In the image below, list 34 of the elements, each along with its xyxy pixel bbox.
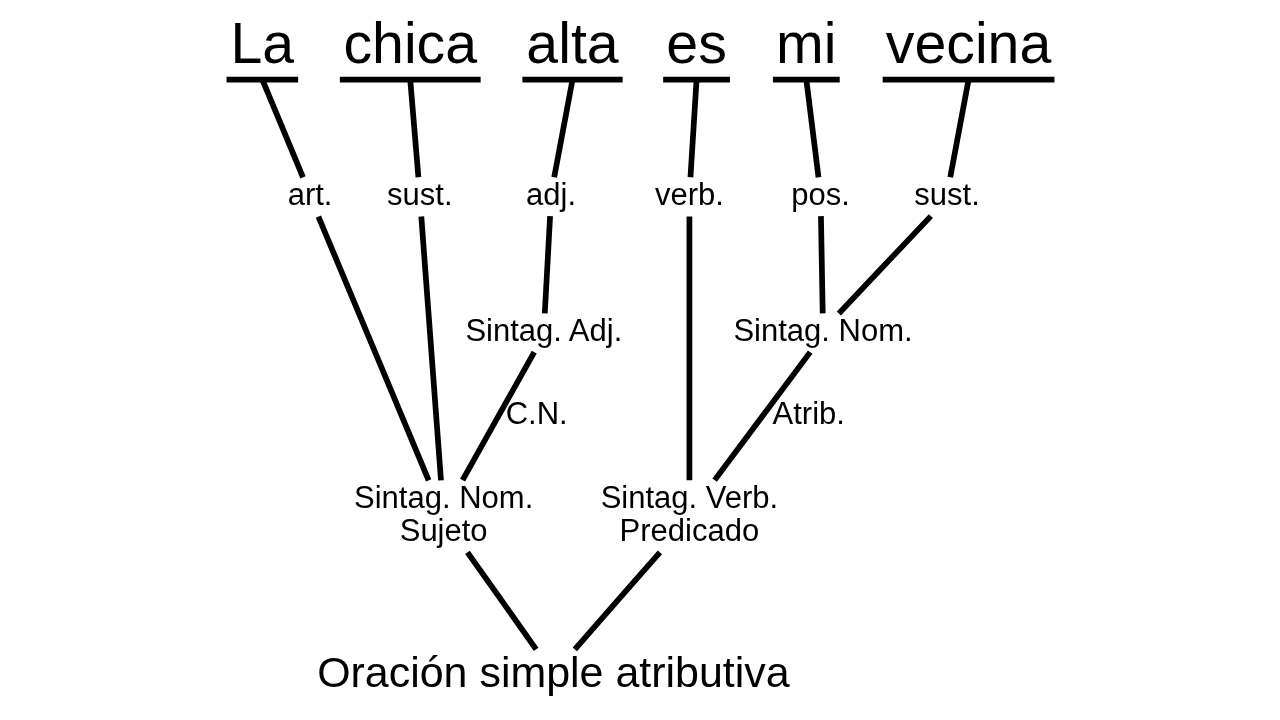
node-text: adj.: [525, 176, 576, 212]
connector: [802, 79, 821, 178]
node-text: Sintag. Verb. Predicado: [600, 479, 778, 549]
connector: [406, 79, 421, 178]
connector: [417, 216, 444, 481]
node-text: art.: [287, 176, 332, 212]
node-text: Oración simple atributiva: [316, 647, 790, 696]
edge-label: Atrib.: [772, 396, 845, 432]
node-text: verb.: [654, 176, 724, 212]
connector: [572, 550, 662, 652]
connector: [687, 79, 699, 178]
connector: [315, 215, 431, 482]
connector: [464, 550, 538, 651]
node-text: Sintag. Adj.: [464, 312, 622, 348]
node-text: alta: [525, 11, 619, 76]
connector: [550, 79, 575, 178]
connector: [836, 214, 933, 316]
connector: [946, 79, 971, 178]
connector: [817, 216, 826, 314]
node-text: chica: [342, 11, 477, 76]
edge-label: C.N.: [505, 396, 568, 432]
connector: [541, 215, 553, 314]
node-text: vecina: [885, 11, 1051, 76]
connector: [459, 350, 537, 482]
node-text: pos.: [790, 176, 850, 212]
connector: [686, 216, 692, 481]
node-text: sust.: [913, 176, 980, 212]
node-text: sust.: [386, 176, 453, 212]
connector: [711, 350, 812, 482]
node-text: mi: [775, 11, 837, 76]
node-text: es: [665, 11, 727, 76]
node-text: Sintag. Nom.: [732, 312, 913, 348]
node-text: Sintag. Nom. Sujeto: [353, 479, 533, 549]
node-text: La: [229, 11, 294, 76]
